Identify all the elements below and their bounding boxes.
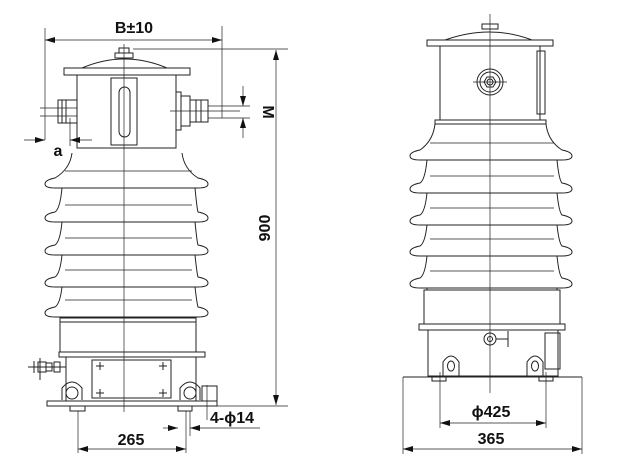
mount-hole-right — [531, 360, 539, 372]
mount-lug-right — [179, 381, 201, 400]
base-band — [418, 323, 566, 331]
bolt-foot — [177, 405, 193, 412]
insulator-sheds — [409, 123, 573, 290]
left-terminal — [57, 99, 78, 124]
side-box — [544, 332, 561, 370]
front-view: B±10 900 M a 265 4-ϕ14 — [24, 20, 288, 453]
base-plate — [46, 400, 218, 407]
hole-spacing-dim-label: 265 — [118, 432, 145, 449]
mount-lug-right — [526, 355, 544, 376]
a-dim-label: a — [54, 143, 63, 160]
ground-gland — [28, 358, 66, 380]
gland-bolt — [496, 331, 509, 347]
shed-outline — [44, 152, 73, 318]
top-terminal-nut — [118, 47, 130, 54]
top-terminal — [481, 23, 499, 30]
gland-center — [487, 336, 493, 342]
base-box — [65, 356, 197, 402]
side-plate — [536, 50, 546, 115]
mount-lug-left — [442, 355, 460, 376]
cap-dome — [444, 31, 533, 41]
mount-hole-left — [65, 386, 79, 400]
base-box — [427, 329, 559, 377]
width-dim-label: B±10 — [115, 20, 153, 37]
cap-flange — [63, 67, 191, 76]
lower-cylinder — [423, 289, 561, 325]
window-plate — [110, 77, 138, 146]
base-width-dim-label: 365 — [478, 431, 505, 448]
base-band — [58, 351, 206, 358]
shed-outline — [545, 123, 573, 290]
head-flange — [434, 119, 547, 125]
side-box — [201, 385, 218, 402]
circle-dim-label: ϕ425 — [472, 404, 511, 421]
m-dim-label: M — [259, 105, 276, 118]
height-dim-label: 900 — [257, 215, 274, 242]
bolt-foot — [69, 405, 86, 412]
cap-dome — [81, 58, 168, 69]
shed-outline — [181, 152, 209, 318]
mount-hole-right — [183, 386, 197, 400]
side-view: ϕ425 365 — [402, 14, 583, 454]
lower-cylinder — [59, 317, 197, 353]
bolt-foot — [431, 376, 447, 382]
shed-outline — [409, 123, 436, 290]
window-slot — [118, 86, 131, 138]
mount-hole-left — [447, 360, 455, 372]
mount-lug-left — [61, 381, 83, 400]
hole-dim-label: 4-ϕ14 — [210, 410, 254, 427]
nameplate — [91, 359, 172, 399]
insulator-sheds — [44, 152, 209, 318]
nameplate-screws — [96, 362, 167, 397]
